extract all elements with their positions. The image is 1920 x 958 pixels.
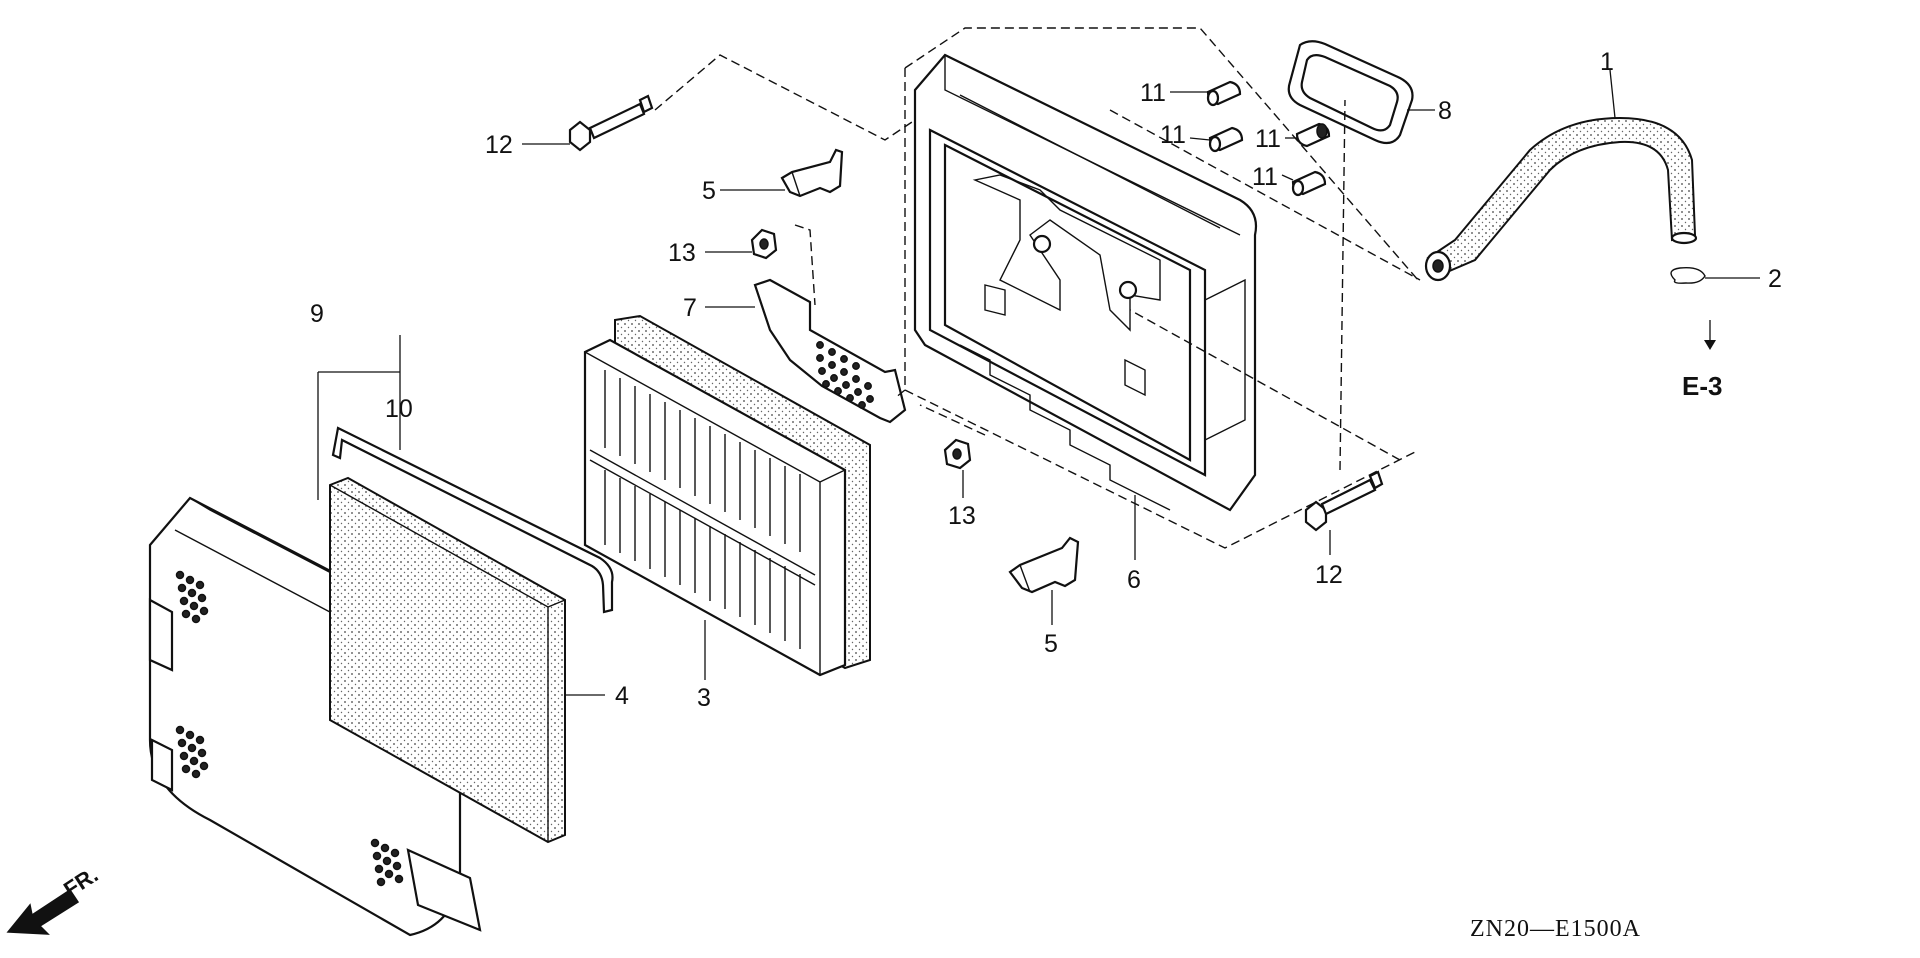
callout-11-b: 11: [1160, 121, 1186, 149]
breather-tube: [1424, 116, 1698, 282]
callout-12-upper: 12: [485, 131, 513, 159]
bolt-lower: [1304, 470, 1384, 532]
callout-3: 3: [697, 684, 711, 712]
foam-filter: [329, 476, 566, 844]
callout-5-upper: 5: [702, 177, 716, 205]
reference-e3: E-3: [1682, 371, 1722, 401]
callout-9: 9: [310, 300, 324, 328]
callout-1: 1: [1600, 48, 1614, 76]
collars: [1206, 80, 1331, 197]
breather-bracket: [753, 278, 907, 424]
callout-13-upper: 13: [668, 239, 696, 267]
nut-lower: [943, 438, 972, 470]
callout-8: 8: [1438, 97, 1452, 125]
bolt-upper: [568, 94, 654, 152]
seal-strip: [331, 426, 614, 614]
air-cleaner-case: [913, 53, 1258, 512]
arrow-head: [1704, 340, 1716, 350]
callout-7: 7: [683, 294, 697, 322]
callout-13-lower: 13: [948, 502, 976, 530]
callout-10: 10: [385, 395, 413, 423]
paper-filter: [583, 314, 871, 677]
callout-11-d: 11: [1252, 163, 1278, 191]
callout-12-lower: 12: [1315, 561, 1343, 589]
callout-4: 4: [615, 682, 629, 710]
callout-6: 6: [1127, 566, 1141, 594]
gasket: [1287, 40, 1414, 145]
case-clip-lower: [1008, 536, 1080, 594]
front-direction-arrow: FR.: [6, 862, 102, 935]
diagram-code: ZN20—E1500A: [1470, 916, 1641, 942]
tube-clip: [1670, 266, 1706, 284]
leader-lines: [317, 69, 1760, 696]
callout-5-lower: 5: [1044, 630, 1058, 658]
callout-11-c: 11: [1255, 125, 1281, 153]
callout-2: 2: [1768, 265, 1782, 293]
case-clip-upper: [780, 148, 844, 198]
nut-upper: [750, 228, 778, 260]
callout-11-a: 11: [1140, 79, 1166, 107]
assembly-lines: [654, 27, 1421, 549]
